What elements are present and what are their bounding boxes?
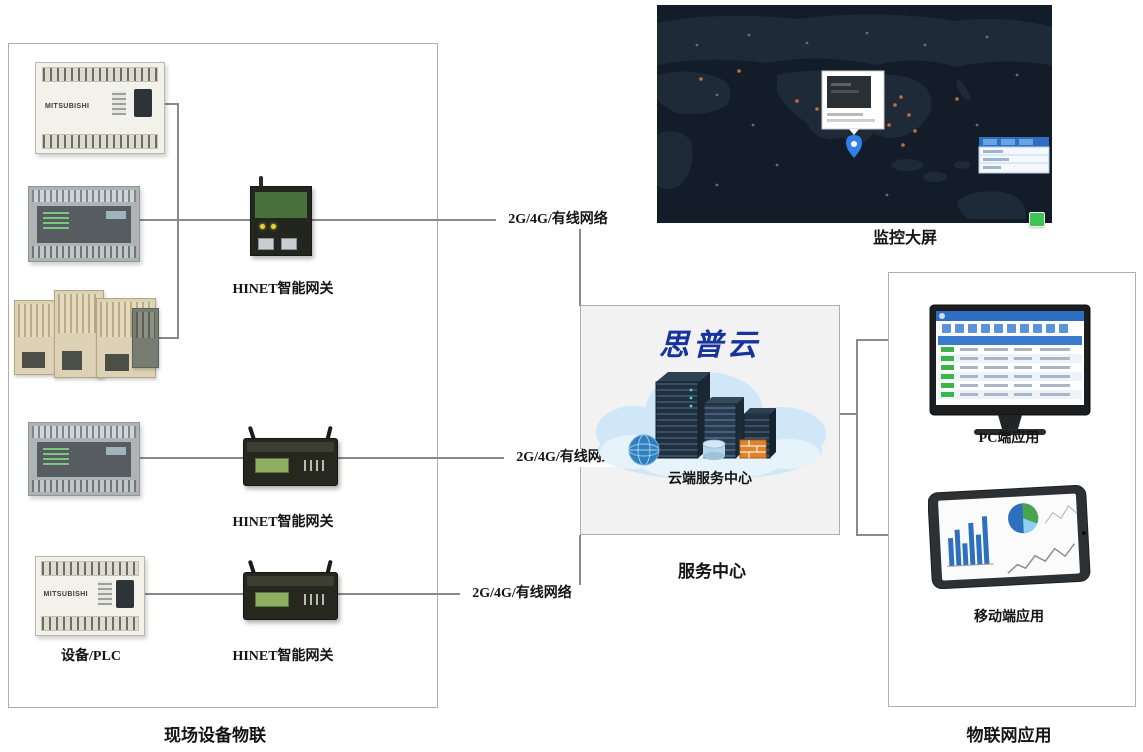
- table-rows: [938, 345, 1082, 399]
- plc-led-block: [111, 90, 126, 115]
- plc-led-block: [43, 211, 69, 229]
- terminal-strip: [42, 134, 158, 149]
- connector-cloud-right: [840, 413, 858, 415]
- plc-label-tag: [106, 211, 126, 219]
- terminal-strip: [32, 246, 136, 258]
- network-label-3: 2G/4G/有线网络: [460, 585, 584, 603]
- toolbar-icons: [942, 324, 1068, 333]
- mobile-app-label: 移动端应用: [974, 610, 1044, 625]
- cloud-servers-illustration: [592, 352, 828, 487]
- gateway3-label: HINET智能网关: [232, 649, 334, 664]
- terminal-strip: [41, 616, 139, 631]
- map-mini-panel: [978, 137, 1050, 174]
- gateway-vents: [304, 460, 328, 471]
- plc-siemens-1: [28, 186, 140, 262]
- network-label-1: 2G/4G/有线网络: [496, 211, 620, 229]
- cloud-brand-text: 思普云: [659, 329, 761, 362]
- firewall-icon: [739, 439, 767, 459]
- gateway-top-panel: [247, 442, 334, 452]
- connector-gateway1-cloud: [312, 219, 580, 221]
- tablet-line-chart: [1007, 543, 1076, 574]
- ethernet-port: [258, 238, 274, 250]
- terminal-strip: [32, 426, 136, 438]
- monitor-stand: [998, 415, 1022, 429]
- map-green-marker-icon: [1029, 212, 1045, 227]
- plc-led-block: [97, 581, 112, 606]
- plc-unit: [54, 290, 104, 378]
- iot-applications-section-label: 物联网应用: [966, 726, 1052, 745]
- vent-slots: [136, 312, 155, 339]
- gateway1-label: HINET智能网关: [232, 282, 334, 297]
- monitor-base: [974, 429, 1046, 435]
- plc-front-panel: [37, 442, 131, 477]
- connector-right-vertical: [856, 339, 858, 536]
- tablet-camera-icon: [1081, 531, 1086, 536]
- pc-app-label: PC端应用: [978, 431, 1040, 446]
- network-label-2: 2G/4G/有线网络: [504, 449, 628, 467]
- status-led: [271, 224, 276, 229]
- connector-plc4-gateway2: [140, 457, 243, 459]
- antenna-icon: [259, 176, 263, 188]
- connector-bus-vertical: [177, 103, 179, 339]
- plc-label-tag: [106, 447, 126, 455]
- plc-display-window: [116, 579, 135, 608]
- plc-led-block: [43, 447, 69, 465]
- database-icon: [702, 439, 726, 460]
- plc-display-window: [61, 351, 82, 371]
- plc-mitsubishi-2: MITSUBISHI: [35, 556, 145, 636]
- plc-brand-text: MITSUBISHI: [44, 102, 90, 110]
- connector-gateway2-cloud: [338, 457, 580, 459]
- gateway-top-panel: [247, 576, 334, 586]
- tablet-pie-chart: [1008, 503, 1039, 534]
- connector-plc1-bus: [165, 103, 179, 105]
- globe-icon: [628, 434, 660, 466]
- field-devices-section-label: 现场设备物联: [164, 726, 266, 745]
- gateway-label-plate: [255, 192, 307, 218]
- terminal-strip: [42, 67, 158, 82]
- location-pin-icon: [846, 135, 862, 158]
- ethernet-port: [281, 238, 297, 250]
- map-popup: [821, 70, 885, 135]
- gateway-box-1: [243, 425, 338, 486]
- gateway-din: [250, 176, 312, 256]
- plc-siemens-2: [28, 422, 140, 496]
- cloud-center-label: 云端服务中心: [668, 472, 752, 487]
- connector-to-pc: [856, 339, 888, 341]
- connector-elbow-top: [579, 219, 581, 306]
- connector-gateway3-cloud: [338, 593, 580, 595]
- pc-monitor: [928, 303, 1092, 443]
- monitor-map: [657, 5, 1052, 223]
- plc-unit-dark: [132, 308, 159, 368]
- tablet-bar-chart: [947, 516, 990, 567]
- plc-brand-text: MITSUBISHI: [43, 591, 88, 599]
- plc-display-window: [134, 89, 153, 118]
- plc-display-window: [22, 352, 45, 369]
- plc-display-window: [105, 353, 130, 371]
- service-center-section-label: 服务中心: [678, 562, 746, 581]
- plc-cluster: [14, 290, 159, 382]
- vent-slots: [58, 294, 100, 333]
- gateway2-label: HINET智能网关: [232, 515, 334, 530]
- connector-to-mobile: [856, 534, 888, 536]
- connector-plc3-bus: [159, 337, 179, 339]
- plc-mitsubishi-1: MITSUBISHI: [35, 62, 165, 154]
- gateway-box-2: [243, 559, 338, 620]
- tablet-line-chart-2: [1044, 505, 1078, 524]
- terminal-strip: [32, 190, 136, 202]
- map-landmass: [657, 14, 1052, 219]
- connector-plc5-gateway3: [145, 593, 243, 595]
- monitor-screen-label: 监控大屏: [872, 230, 937, 247]
- connector-plc2-gateway1: [140, 219, 250, 221]
- terminal-strip: [32, 480, 136, 492]
- plc-front-panel: [37, 206, 131, 243]
- connector-elbow-bottom: [579, 535, 581, 595]
- gateway-vents: [304, 594, 328, 605]
- tablet-device: [928, 485, 1092, 589]
- gateway-display: [255, 592, 289, 607]
- gateway-display: [255, 458, 289, 473]
- status-led: [260, 224, 265, 229]
- plc-group-label: 设备/PLC: [61, 649, 121, 664]
- terminal-strip: [41, 561, 139, 576]
